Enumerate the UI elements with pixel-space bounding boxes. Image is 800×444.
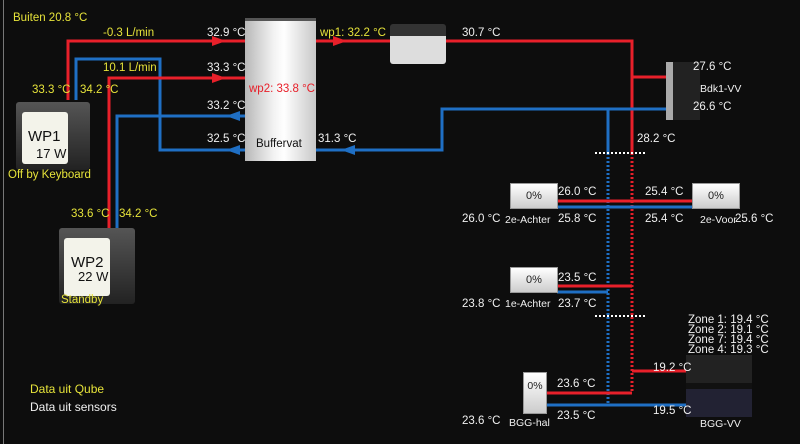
wp2-supply-temp: 33.6 °C (71, 208, 110, 220)
radiator-1e-achter[interactable]: 0% (510, 267, 558, 293)
bdk1-name: Bdk1-VV (700, 83, 742, 95)
zone-temps: Zone 1: 19.4 °C Zone 2: 19.1 °C Zone 7: … (688, 314, 769, 356)
rad-name: 2e-Voor (700, 214, 737, 226)
flow-arrow (212, 73, 226, 83)
wp2-supply-pipe (107, 76, 245, 228)
tank-wp1-out-temp: wp1: 32.2 °C (320, 27, 386, 39)
tank-in1-temp: 32.9 °C (207, 27, 246, 39)
tank-out2-temp: 32.5 °C (207, 133, 246, 145)
main-supply-pipe (446, 39, 634, 153)
valve-percent: 0% (526, 274, 542, 286)
room-temp: 25.6 °C (735, 213, 774, 225)
wp2-name: WP2 (71, 254, 104, 271)
tank-in2-temp: 33.3 °C (207, 62, 246, 74)
circulation-pump[interactable] (390, 24, 446, 64)
rad-out-temp: 23.5 °C (557, 410, 596, 422)
wp1-return-temp: 34.2 °C (80, 84, 119, 96)
rad-name: 1e-Achter (505, 298, 551, 310)
tank-out1-temp: 33.2 °C (207, 100, 246, 112)
rad-in-temp: 23.6 °C (557, 378, 596, 390)
flow-arrow (341, 145, 355, 155)
wp1-unit[interactable]: WP1 17 W (16, 102, 90, 170)
bdk1-return-temp: 26.6 °C (693, 101, 732, 113)
wp2-unit[interactable]: WP2 22 W (59, 228, 135, 304)
tank-name: Buffervat (256, 138, 302, 150)
bdk1-supply-temp: 27.6 °C (693, 61, 732, 73)
valve-percent: 0% (708, 190, 724, 202)
buffer-tank[interactable] (245, 18, 316, 161)
valve-percent: 0% (527, 380, 543, 392)
rad-name: 2e-Achter (505, 214, 551, 226)
rad-in-temp: 23.5 °C (558, 272, 597, 284)
valve-percent: 0% (526, 190, 542, 202)
zone-temp: Zone 2: 19.1 °C (688, 324, 769, 336)
wp1-supply-temp: 33.3 °C (32, 84, 71, 96)
rad-in-temp: 26.0 °C (558, 186, 597, 198)
room-temp: 23.6 °C (462, 415, 501, 427)
outside-temp: Buiten 20.8 °C (13, 12, 88, 24)
flow-arrow (226, 145, 240, 155)
room-temp: 23.8 °C (462, 298, 501, 310)
rad-name: BGG-hal (509, 417, 550, 429)
rad-in-temp: 25.4 °C (645, 186, 684, 198)
bgg-vv-manifold[interactable] (686, 355, 752, 417)
wp1-supply-pipe (66, 39, 245, 100)
wp1-flow: -0.3 L/min (103, 27, 155, 39)
wp1-power: 17 W (36, 146, 67, 161)
wp1-return-pipe (74, 57, 245, 152)
bgg-vv-supply-temp: 19.2 °C (653, 362, 692, 374)
bgg-vv-return-temp: 19.5 °C (653, 405, 692, 417)
wp2-return-temp: 34.2 °C (119, 208, 158, 220)
room-temp: 26.0 °C (462, 213, 501, 225)
zone-temp: Zone 4: 19.3 °C (688, 344, 769, 356)
tank-wp2-temp: wp2: 33.8 °C (249, 83, 315, 95)
rad-out-temp: 25.4 °C (645, 213, 684, 225)
rad-out-temp: 23.7 °C (558, 298, 597, 310)
wp1-status: Off by Keyboard (8, 169, 91, 181)
tank-return-temp: 31.3 °C (318, 133, 357, 145)
wp2-status: Standby (61, 294, 104, 306)
legend-qube: Data uit Qube (30, 382, 105, 396)
flow-arrow (226, 111, 240, 121)
radiator-bgg-hal[interactable]: 0% (523, 372, 547, 414)
radiator-2e-voor[interactable]: 0% (692, 183, 740, 209)
pump-out-temp: 30.7 °C (462, 27, 501, 39)
main-return-pipe (316, 107, 668, 152)
wp2-power: 22 W (78, 269, 109, 284)
wp2-return-pipe (115, 114, 245, 228)
rad-out-temp: 25.8 °C (558, 213, 597, 225)
flow-arrow (212, 36, 226, 46)
wp1-name: WP1 (28, 128, 61, 145)
zone-temp: Zone 7: 19.4 °C (688, 334, 769, 346)
legend-sensors: Data uit sensors (30, 400, 117, 414)
bdk1-manifold[interactable] (666, 62, 700, 120)
bgg-vv-name: BGG-VV (700, 418, 741, 430)
flow-arrow (333, 36, 347, 46)
wp2-flow: 10.1 L/min (103, 62, 157, 74)
radiator-2e-achter[interactable]: 0% (510, 183, 558, 209)
riser-temp: 28.2 °C (637, 133, 676, 145)
zone-temp: Zone 1: 19.4 °C (688, 314, 769, 326)
